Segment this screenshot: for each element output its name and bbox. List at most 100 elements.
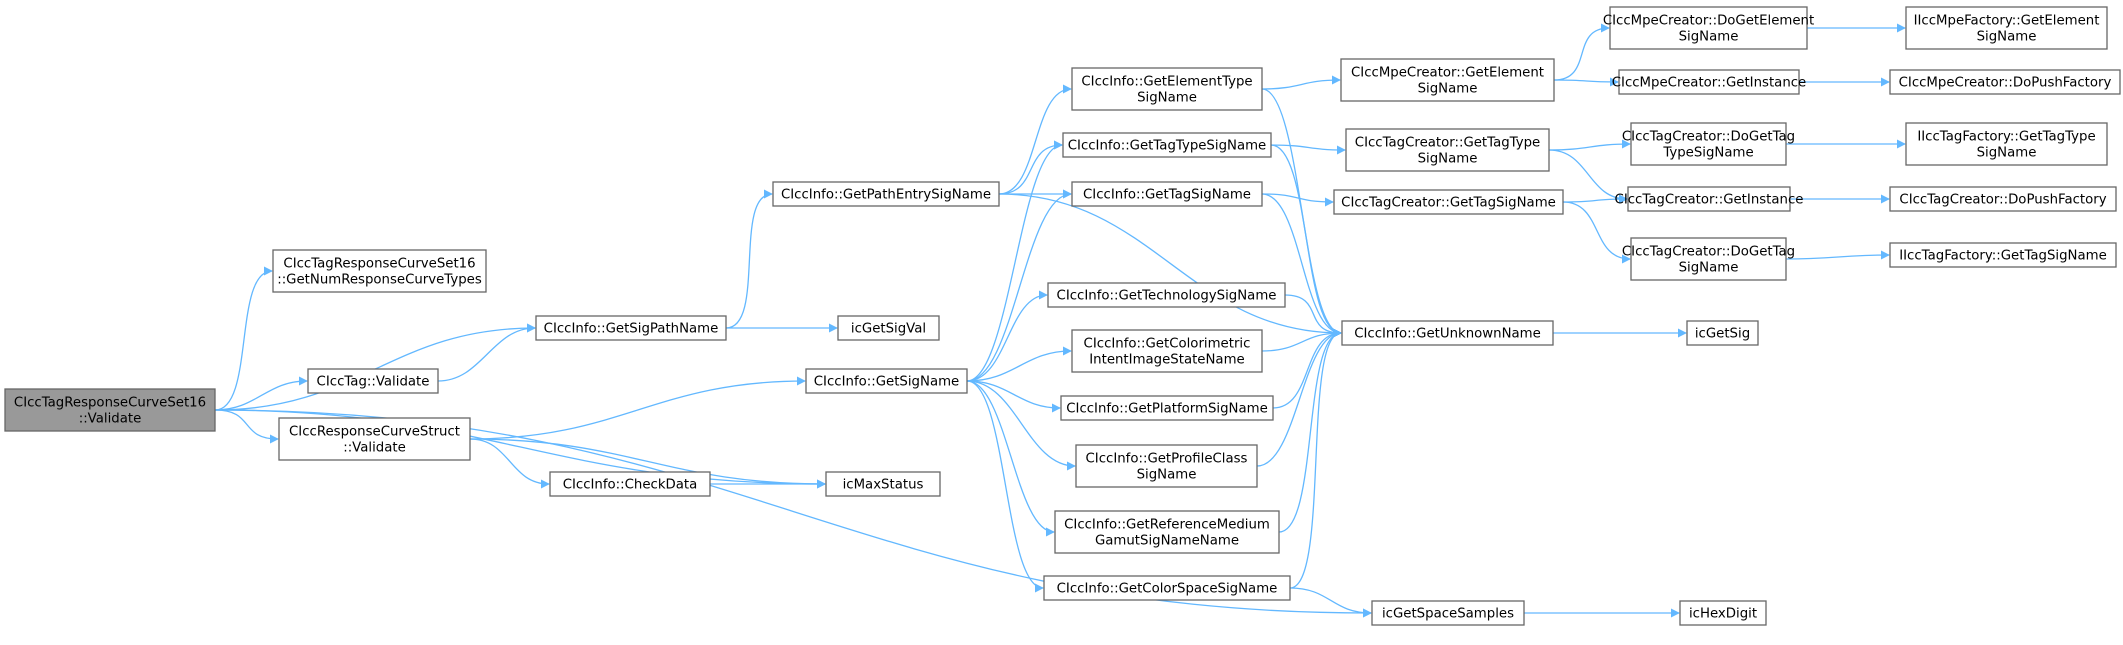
node-tagtype[interactable]: CIccInfo::GetTagTypeSigName (1062, 132, 1272, 158)
node-label: CIccResponseCurveStruct (289, 425, 460, 440)
node-box (1071, 329, 1263, 373)
node-checkdata[interactable]: CIccInfo::CheckData (549, 471, 711, 497)
edge-pathentry-to-elemtype (998, 84, 1072, 195)
node-box (1341, 320, 1554, 346)
edge-profileclass-to-unknown (1256, 328, 1342, 467)
node-box (1345, 128, 1550, 172)
node-box (1060, 395, 1274, 421)
node-box (1609, 6, 1808, 50)
node-label: CIccInfo::GetProfileClass (1086, 452, 1248, 467)
node-box (4, 388, 216, 432)
edge-mpegetelem-to-mpedoget (1553, 23, 1610, 81)
edge-root-to-maxstatus (214, 409, 826, 489)
node-hexdigit[interactable]: icHexDigit (1679, 600, 1767, 626)
edge-tagcreatortype-to-tagdogettype (1548, 139, 1631, 151)
node-getsigname[interactable]: CIccInfo::GetSigName (805, 368, 968, 394)
edge-tagtype-to-tagcreatortype (1270, 144, 1346, 155)
edge-mpegetelem-to-mpeinstance (1553, 77, 1619, 87)
node-sigpath[interactable]: CIccInfo::GetSigPathName (535, 315, 727, 341)
node-label: ::GetNumResponseCurveTypes (277, 273, 482, 288)
edge-getsigname-to-profileclass (966, 380, 1076, 471)
node-colorspace[interactable]: CIccInfo::GetColorSpaceSigName (1043, 575, 1291, 601)
node-label: CIccTagCreator::GetTagType (1355, 136, 1540, 151)
edge-elemtype-to-mpegetelem (1261, 75, 1341, 90)
node-spacesamples[interactable]: icGetSpaceSamples (1371, 600, 1525, 626)
node-tagfactorytype[interactable]: IIccTagFactory::GetTagTypeSigName (1905, 122, 2108, 166)
node-colorimetric[interactable]: CIccInfo::GetColorimetricIntentImageStat… (1071, 329, 1263, 373)
edge-tagsig-to-tagcreatorsig (1261, 193, 1334, 207)
edge-colorimetric-to-unknown (1261, 328, 1342, 352)
node-mpepush[interactable]: CIccMpeCreator::DoPushFactory (1889, 69, 2121, 95)
node-box (1333, 189, 1564, 215)
nodes-layer: CIccTagResponseCurveSet16::ValidateCIccT… (4, 6, 2121, 626)
node-getsigval[interactable]: icGetSigVal (837, 315, 940, 341)
node-label: CIccInfo::GetPathEntrySigName (781, 188, 991, 203)
edge-getsigname-to-platform (966, 380, 1061, 413)
node-label: SigName (1137, 91, 1197, 106)
node-box (1627, 186, 1791, 212)
node-refmedium[interactable]: CIccInfo::GetReferenceMediumGamutSigName… (1054, 510, 1280, 554)
node-maxstatus[interactable]: icMaxStatus (825, 471, 941, 497)
node-box (837, 315, 940, 341)
node-label: ::Validate (343, 441, 406, 456)
node-label: icGetSpaceSamples (1382, 607, 1514, 622)
node-label: CIccInfo::GetElementType (1081, 75, 1252, 90)
node-label: SigName (1679, 261, 1739, 276)
node-getsig[interactable]: icGetSig (1686, 320, 1759, 346)
node-box (1075, 444, 1258, 488)
edge-tagdogetsig-to-tagfactorysig (1785, 250, 1890, 260)
node-respstruct[interactable]: CIccResponseCurveStruct::Validate (278, 417, 471, 461)
node-label: GamutSigNameName (1095, 534, 1239, 549)
node-tagpush[interactable]: CIccTagCreator::DoPushFactory (1889, 186, 2117, 212)
node-tech[interactable]: CIccInfo::GetTechnologySigName (1047, 282, 1286, 308)
node-platform[interactable]: CIccInfo::GetPlatformSigName (1060, 395, 1274, 421)
edge-tagtype-to-unknown (1270, 144, 1342, 338)
node-box (1889, 186, 2117, 212)
node-box (549, 471, 711, 497)
node-box (307, 368, 439, 394)
edge-getsigname-to-refmedium (966, 380, 1055, 537)
node-mpeinstance[interactable]: CIccMpeCreator::GetInstance (1612, 69, 1807, 95)
node-label: CIccTagResponseCurveSet16 (283, 257, 475, 272)
node-box (1071, 181, 1263, 207)
node-label: CIccInfo::GetSigName (814, 375, 959, 390)
node-label: IIccMpeFactory::GetElement (1914, 14, 2100, 29)
node-label: SigName (1137, 468, 1197, 483)
edge-root-to-numresp (214, 266, 273, 411)
node-label: IIccTagFactory::GetTagType (1917, 130, 2095, 145)
node-unknown[interactable]: CIccInfo::GetUnknownName (1341, 320, 1554, 346)
node-box (1630, 122, 1787, 166)
node-tagsig[interactable]: CIccInfo::GetTagSigName (1071, 181, 1263, 207)
node-taginstance[interactable]: CIccTagCreator::GetInstance (1615, 186, 1804, 212)
edge-tech-to-unknown (1284, 294, 1342, 338)
node-tagcreatorsig[interactable]: CIccTagCreator::GetTagSigName (1333, 189, 1564, 215)
edge-platform-to-unknown (1272, 328, 1342, 409)
node-label: icMaxStatus (843, 478, 924, 493)
node-label: IIccTagFactory::GetTagSigName (1899, 249, 2107, 264)
edge-getsigname-to-tagsig (966, 189, 1072, 382)
node-label: CIccTagResponseCurveSet16 (14, 396, 206, 411)
node-tagcreatortype[interactable]: CIccTagCreator::GetTagTypeSigName (1345, 128, 1550, 172)
node-pathentry[interactable]: CIccInfo::GetPathEntrySigName (772, 181, 1000, 207)
node-box (1679, 600, 1767, 626)
edge-respstruct-to-maxstatus (469, 438, 826, 489)
node-label: SigName (1679, 30, 1739, 45)
node-box (772, 181, 1000, 207)
node-root[interactable]: CIccTagResponseCurveSet16::Validate (4, 388, 216, 432)
node-label: CIccInfo::GetPlatformSigName (1066, 402, 1268, 417)
node-label: CIccInfo::GetColorimetric (1084, 337, 1251, 352)
node-tagfactorysig[interactable]: IIccTagFactory::GetTagSigName (1889, 242, 2117, 268)
node-label: CIccInfo::GetSigPathName (544, 322, 719, 337)
node-tagvalidate[interactable]: CIccTag::Validate (307, 368, 439, 394)
node-label: CIccInfo::GetTechnologySigName (1057, 289, 1277, 304)
node-label: TypeSigName (1662, 146, 1753, 161)
node-numresp[interactable]: CIccTagResponseCurveSet16::GetNumRespons… (272, 249, 487, 293)
node-box (1618, 69, 1800, 95)
